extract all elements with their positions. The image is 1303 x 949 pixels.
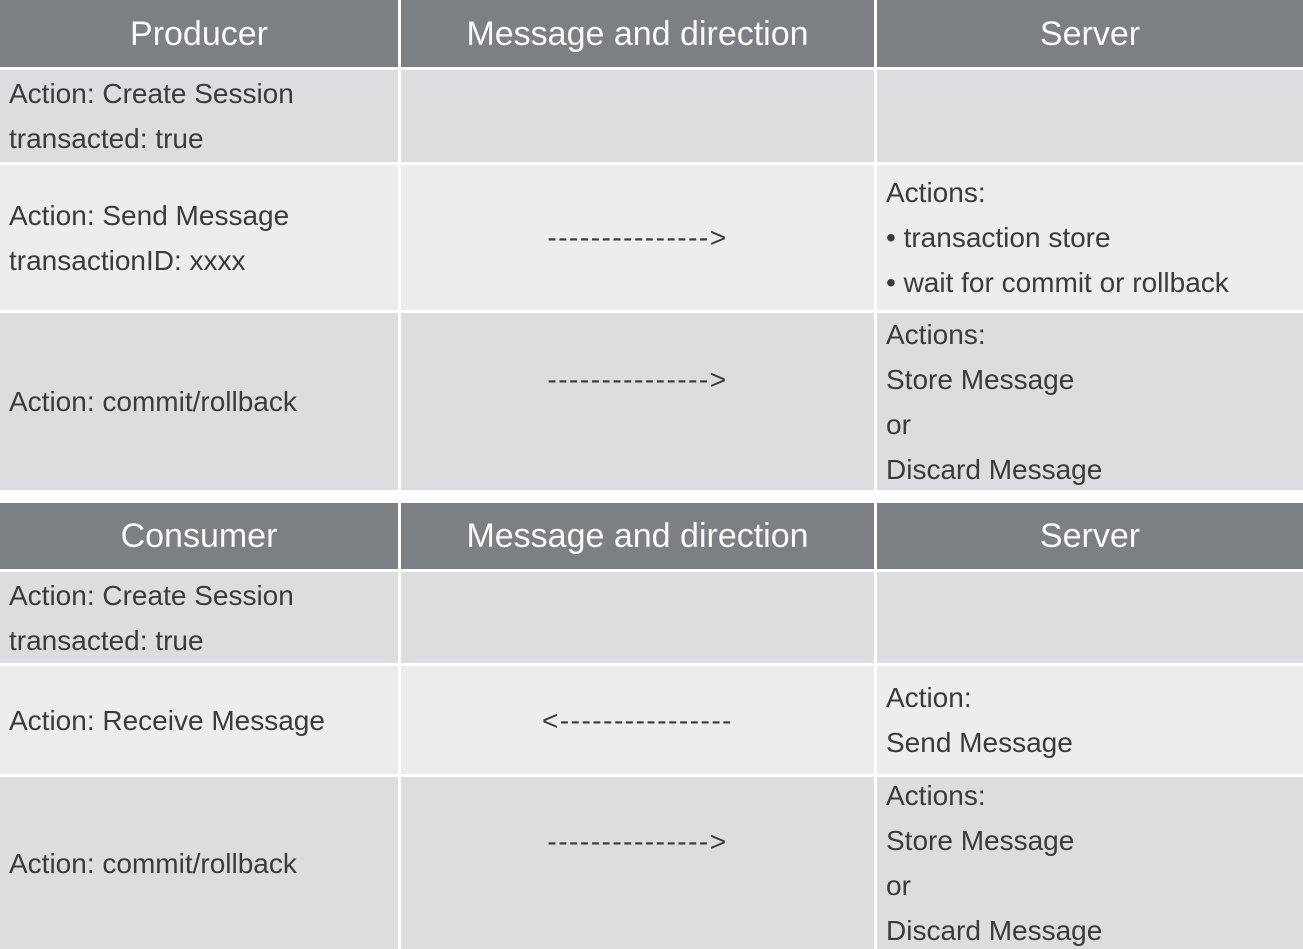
action-line: Action: commit/rollback: [9, 847, 297, 879]
action-line: Action: Create Session: [9, 579, 294, 611]
table-row: Action: Create Session transacted: true: [0, 70, 1303, 165]
producer-action-cell: Action: Send Message transactionID: xxxx: [0, 165, 401, 310]
server-line: Store Message: [886, 825, 1075, 856]
consumer-table-header-row: Consumer Message and direction Server: [0, 503, 1303, 572]
server-line: Actions:: [886, 318, 986, 350]
server-line: Store Message: [886, 363, 1075, 395]
column-header-message-direction: Message and direction: [401, 0, 877, 67]
right-arrow-dashed: --------------->: [547, 825, 728, 857]
server-line: or: [886, 408, 911, 440]
server-line: Actions:: [886, 780, 986, 811]
column-header-consumer: Consumer: [0, 503, 401, 569]
action-line: transactionID: xxxx: [9, 244, 246, 276]
producer-action-cell: Action: commit/rollback: [0, 313, 401, 490]
table-row: Action: Create Session transacted: true: [0, 572, 1303, 666]
producer-table-header-row: Producer Message and direction Server: [0, 0, 1303, 70]
action-line: transacted: true: [9, 624, 204, 656]
server-line: Discard Message: [886, 453, 1103, 485]
server-action-cell: [877, 70, 1303, 162]
producer-action-cell: Action: Create Session transacted: true: [0, 70, 401, 162]
consumer-table: Consumer Message and direction Server Ac…: [0, 503, 1303, 949]
action-line: Action: Receive Message: [9, 704, 325, 736]
message-direction-cell: [401, 572, 877, 663]
server-line: Send Message: [886, 727, 1073, 758]
message-direction-cell: --------------->: [401, 313, 877, 490]
message-direction-cell: --------------->: [401, 777, 877, 949]
producer-table: Producer Message and direction Server Ac…: [0, 0, 1303, 490]
server-bullet-line: • wait for commit or rollback: [886, 267, 1229, 298]
server-line: Discard Message: [886, 915, 1103, 946]
server-bullet-line: • transaction store: [886, 222, 1111, 253]
action-line: Action: Send Message: [9, 199, 290, 231]
server-action-cell: [877, 572, 1303, 663]
server-action-cell: Actions: Store Message or Discard Messag…: [877, 313, 1303, 490]
column-header-server: Server: [877, 503, 1303, 569]
left-arrow-dashed: <----------------: [541, 704, 734, 736]
table-row: Action: commit/rollback --------------->…: [0, 313, 1303, 490]
column-header-message-direction: Message and direction: [401, 503, 877, 569]
server-action-cell: Action: Send Message: [877, 666, 1303, 774]
server-line: Action:: [886, 682, 972, 713]
consumer-action-cell: Action: commit/rollback: [0, 777, 401, 949]
action-line: Action: Create Session: [9, 78, 294, 109]
table-row: Action: commit/rollback --------------->…: [0, 777, 1303, 949]
table-row: Action: Send Message transactionID: xxxx…: [0, 165, 1303, 313]
action-line: transacted: true: [9, 123, 204, 154]
table-row: Action: Receive Message <---------------…: [0, 666, 1303, 777]
server-action-cell: Actions: Store Message or Discard Messag…: [877, 777, 1303, 949]
right-arrow-dashed: --------------->: [547, 364, 728, 395]
message-direction-cell: <----------------: [401, 666, 877, 774]
server-line: Actions:: [886, 177, 986, 208]
column-header-producer: Producer: [0, 0, 401, 67]
server-line: or: [886, 870, 911, 901]
message-direction-cell: --------------->: [401, 165, 877, 310]
message-direction-cell: [401, 70, 877, 162]
consumer-action-cell: Action: Receive Message: [0, 666, 401, 774]
right-arrow-dashed: --------------->: [547, 222, 728, 253]
server-action-cell: Actions: • transaction store • wait for …: [877, 165, 1303, 310]
consumer-action-cell: Action: Create Session transacted: true: [0, 572, 401, 663]
action-line: Action: commit/rollback: [9, 386, 297, 417]
table-gap-divider: [0, 490, 1303, 503]
column-header-server: Server: [877, 0, 1303, 67]
